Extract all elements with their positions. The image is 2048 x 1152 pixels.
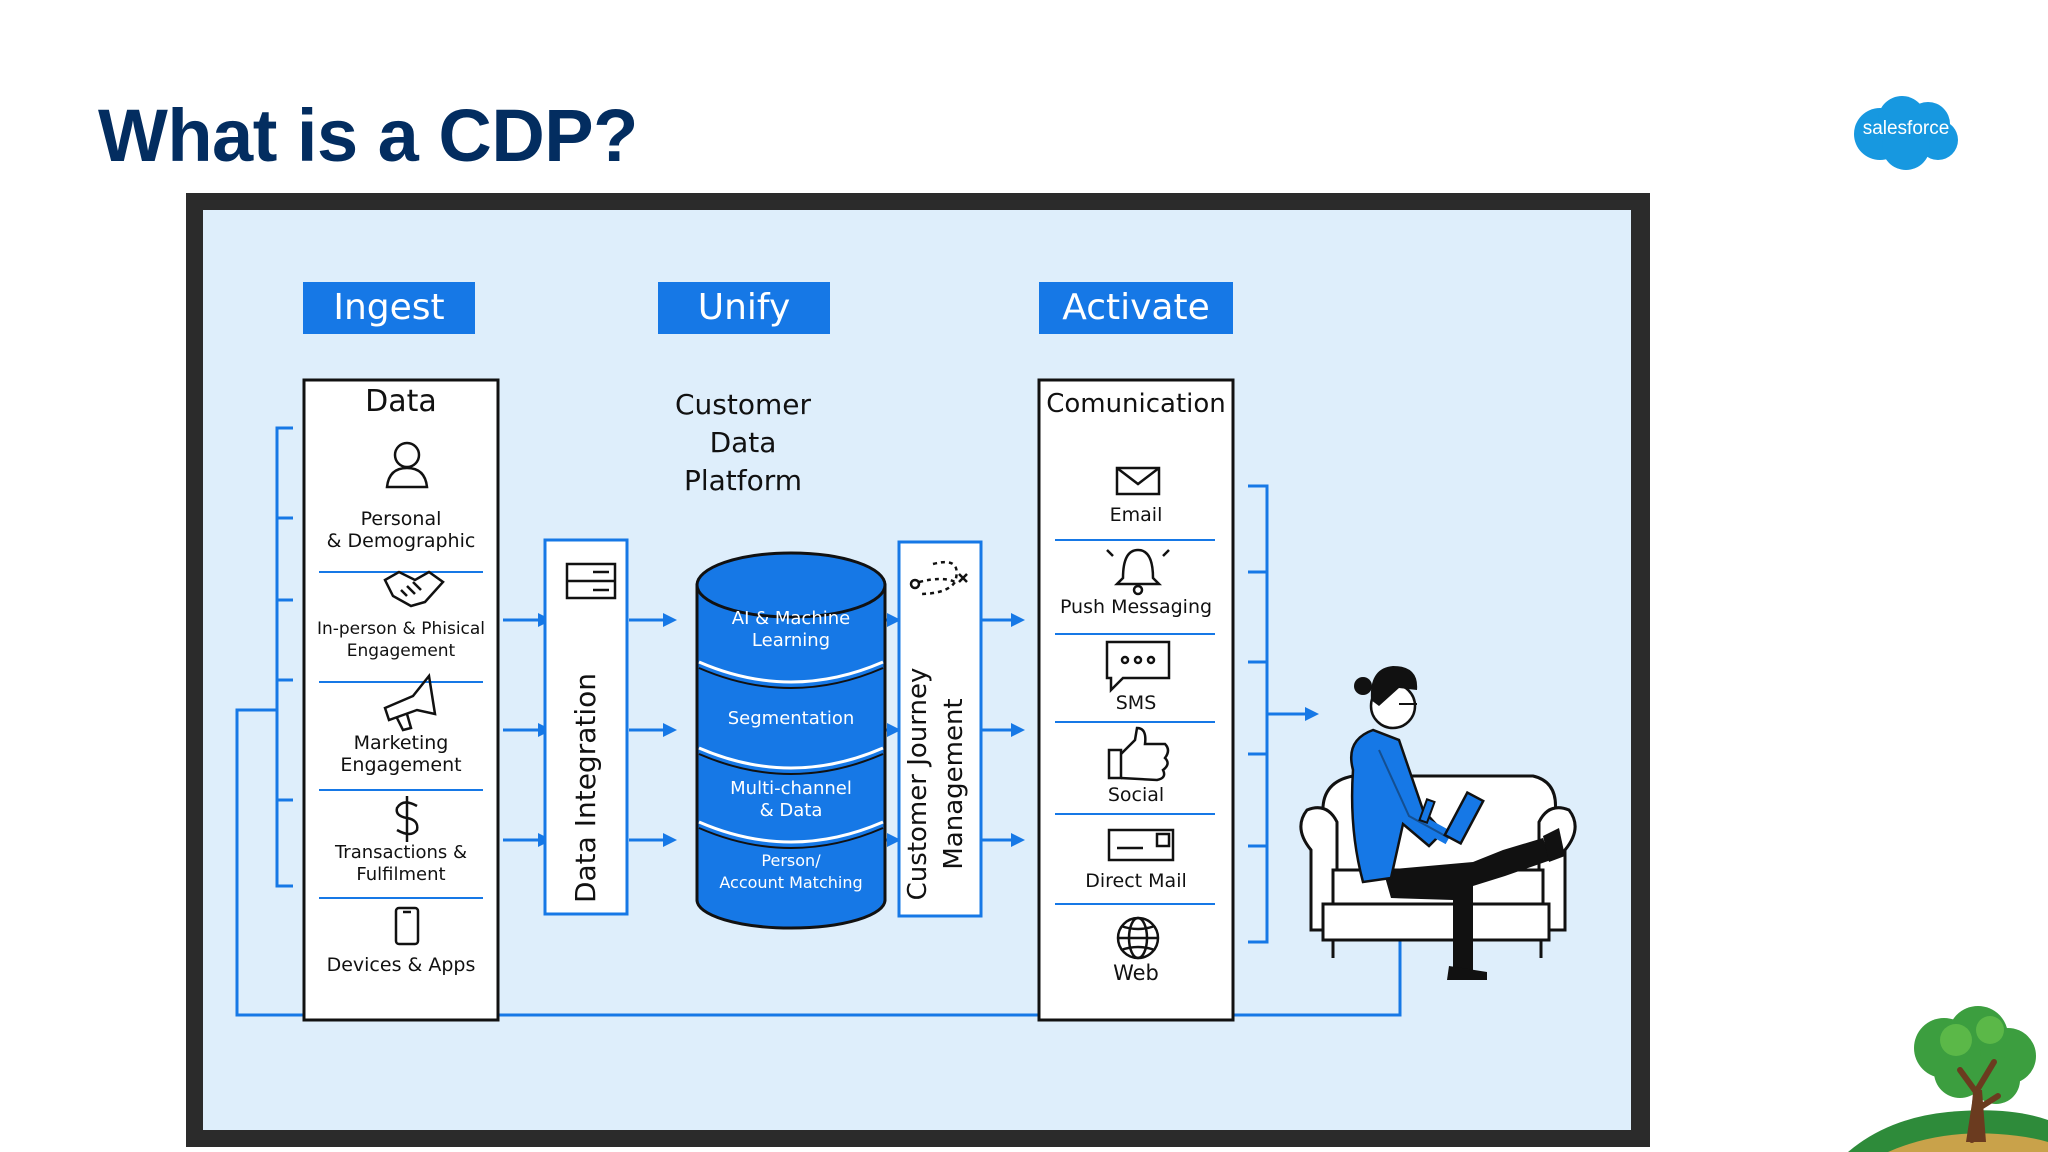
mail-envelope-icon [1107, 828, 1175, 862]
comm-item-social: Social [1107, 784, 1165, 806]
cdp-diagram: Ingest Unify Activate Data Personal & De… [203, 210, 1631, 1130]
platform-title: Customer Data Platform [674, 388, 811, 497]
globe-icon [1116, 916, 1160, 960]
server-icon [565, 562, 617, 600]
chat-bubble-icon [1105, 640, 1171, 694]
diagram-lines [235, 378, 1577, 1022]
data-item-personal: Personal & Demographic [326, 508, 476, 552]
data-item-marketing: Marketing Engagement [340, 732, 462, 776]
logo-text: salesforce [1862, 118, 1950, 139]
diagram-frame: Ingest Unify Activate Data Personal & De… [186, 193, 1650, 1147]
person-on-couch-icon [1299, 666, 1577, 980]
bell-icon [1106, 548, 1170, 596]
page-title: What is a CDP? [98, 94, 638, 177]
stage-unify: Unify [658, 282, 830, 334]
data-column-title: Data [365, 384, 437, 419]
data-item-devices: Devices & Apps [326, 954, 476, 976]
salesforce-logo: salesforce [1850, 92, 1962, 172]
phone-icon [394, 906, 420, 946]
data-integration-label: Data Integration [569, 672, 602, 904]
person-icon [385, 441, 429, 489]
thumbs-up-icon [1107, 726, 1170, 782]
comm-item-push: Push Messaging [1059, 596, 1213, 618]
layer-segmentation: Segmentation [727, 708, 855, 729]
layer-ai-ml: AI & Machine Learning [731, 608, 851, 651]
communication-column-title: Comunication [1046, 389, 1226, 419]
handshake-icon [383, 570, 445, 608]
database-icon [695, 551, 887, 930]
cloud-logo-icon [1854, 96, 1958, 170]
comm-item-web: Web [1113, 961, 1159, 985]
customer-journey-label: Customer Journey Management [903, 667, 969, 901]
comm-item-sms: SMS [1115, 692, 1157, 714]
layer-person-matching: Person/ Account Matching [719, 851, 863, 892]
journey-path-icon [909, 560, 968, 596]
data-item-in-person: In-person & Phisical Engagement [316, 619, 486, 661]
stage-activate: Activate [1039, 282, 1233, 334]
data-item-transactions: Transactions & Fulfilment [334, 842, 468, 885]
comm-item-direct-mail: Direct Mail [1085, 870, 1187, 892]
stage-ingest: Ingest [303, 282, 475, 334]
envelope-icon [1115, 466, 1161, 496]
tree-illustration-icon [1848, 1006, 2048, 1152]
megaphone-icon [383, 673, 437, 732]
layer-multichannel: Multi-channel & Data [730, 778, 852, 821]
dollar-icon [395, 796, 419, 842]
comm-item-email: Email [1109, 504, 1163, 526]
